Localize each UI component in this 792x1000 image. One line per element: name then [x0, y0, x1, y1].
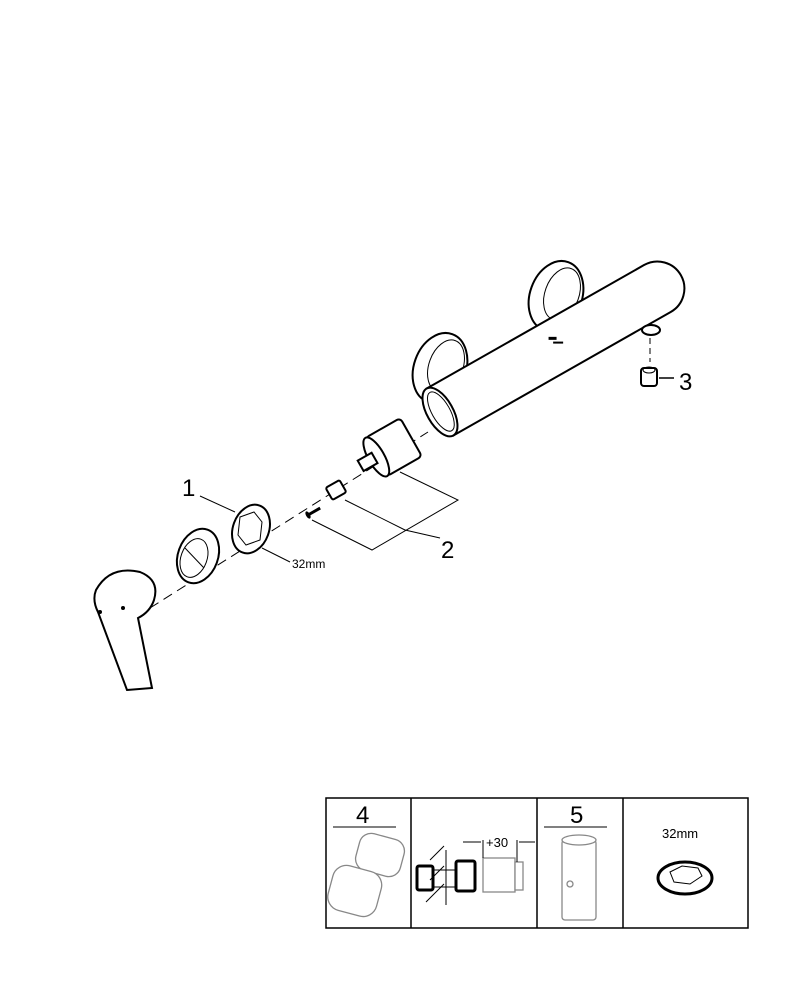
cartridge [356, 418, 422, 478]
extension-sleeves-icon [327, 832, 406, 918]
extension-dimension-label: +30 [486, 835, 508, 850]
nut-size-label: 32mm [292, 557, 325, 571]
assembly-tool-icon [561, 834, 597, 921]
ring-size-label: 32mm [662, 826, 698, 841]
callout-2-bracket [311, 471, 460, 551]
screw [305, 506, 321, 519]
outlet-nozzle [641, 324, 661, 336]
callout-3: 3 [679, 369, 692, 396]
spindle-adapter [325, 479, 347, 501]
nut-part-1 [199, 495, 291, 563]
mixer-body [421, 260, 686, 438]
lever-handle [93, 569, 157, 692]
cover-ring [175, 527, 221, 585]
brand-logo [548, 336, 564, 344]
callout-2: 2 [441, 537, 454, 564]
callout-1: 1 [182, 475, 195, 502]
ring-nut-icon [656, 860, 714, 896]
extension-dimension-icon [415, 840, 535, 905]
accessory-number-5: 5 [570, 802, 583, 829]
accessory-number-4: 4 [356, 802, 369, 829]
aerator-part-3 [640, 366, 674, 387]
accessories-table [325, 797, 749, 929]
